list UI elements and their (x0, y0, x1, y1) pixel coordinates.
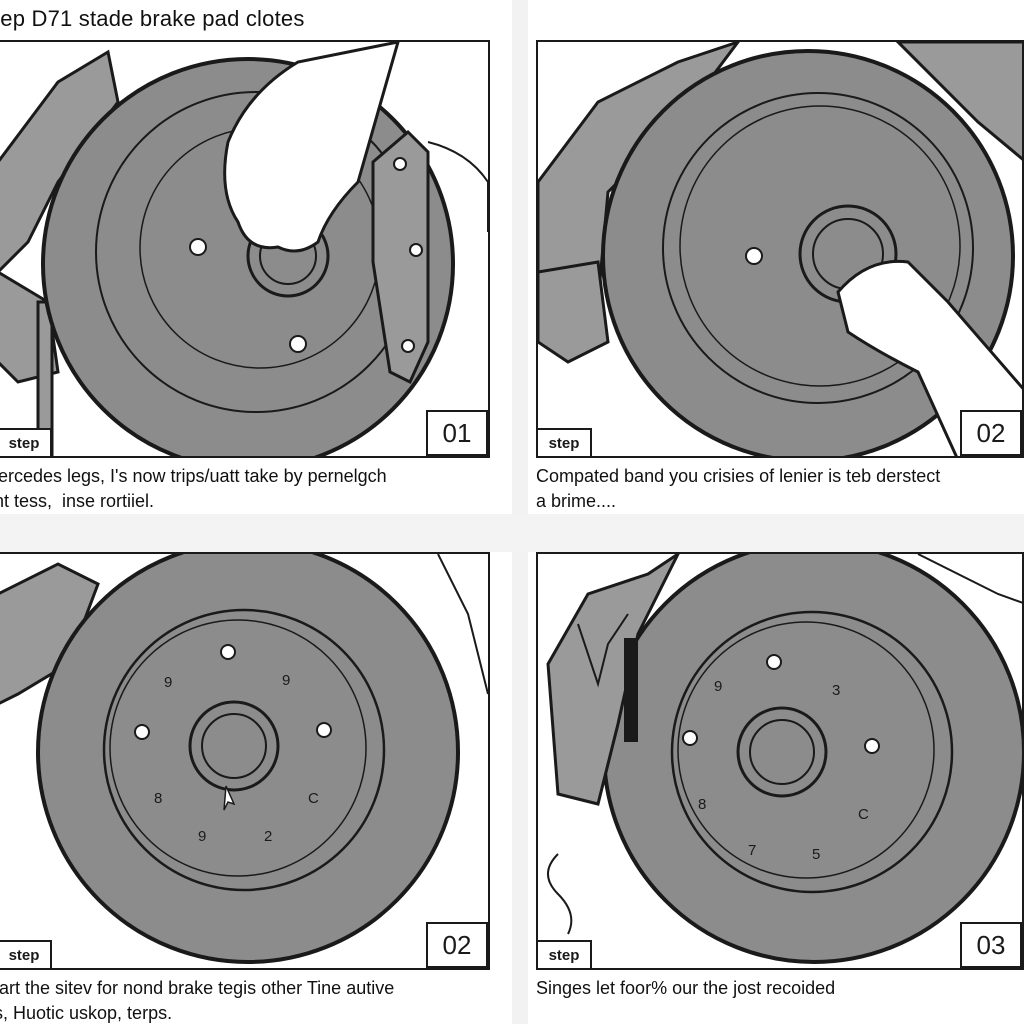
step-panel-2: step 02 (536, 40, 1024, 458)
step-caption-4: Singes let foor% our the jost recoided (536, 978, 836, 998)
disc-marking: 5 (812, 846, 821, 863)
brake-disc-illustration-2 (538, 42, 1022, 456)
step-panel-3: 9 9 8 C 9 2 step 02 (0, 552, 490, 970)
disc-marking: 7 (748, 842, 757, 859)
disc-marking: 9 (164, 674, 173, 691)
step-tag: step (0, 940, 52, 968)
step-caption-2: Compated band you crisies of lenier is t… (536, 466, 941, 511)
step-tag: step (538, 428, 592, 456)
page-title: tep D71 stade brake pad clotes (0, 6, 305, 31)
brake-disc-illustration-4 (546, 554, 1022, 964)
disc-marking: 9 (282, 672, 291, 689)
disc-marking: 9 (198, 828, 207, 845)
step-caption-1: lercedes legs, I's now trips/uatt take b… (0, 466, 387, 511)
step-caption-3: fart the sitev for nond brake tegis othe… (0, 978, 395, 1023)
step-tag: step (538, 940, 592, 968)
disc-marking: 8 (698, 796, 707, 813)
disc-marking: C (308, 790, 319, 807)
step-panel-1: step 01 (0, 40, 490, 458)
brake-disc-illustration-1 (0, 42, 488, 456)
disc-marking: 3 (832, 682, 841, 699)
disc-marking: C (858, 806, 869, 823)
step-panel-4: 9 3 8 C 7 5 step 03 (536, 552, 1024, 970)
brake-disc-illustration-3 (0, 554, 488, 964)
step-number: 01 (426, 410, 488, 456)
column-divider (512, 0, 528, 1024)
step-number: 03 (960, 922, 1022, 968)
step-number: 02 (426, 922, 488, 968)
disc-marking: 8 (154, 790, 163, 807)
disc-marking: 9 (714, 678, 723, 695)
disc-marking: 2 (264, 828, 273, 845)
row-divider (0, 514, 1024, 552)
step-number: 02 (960, 410, 1022, 456)
step-tag: step (0, 428, 52, 456)
